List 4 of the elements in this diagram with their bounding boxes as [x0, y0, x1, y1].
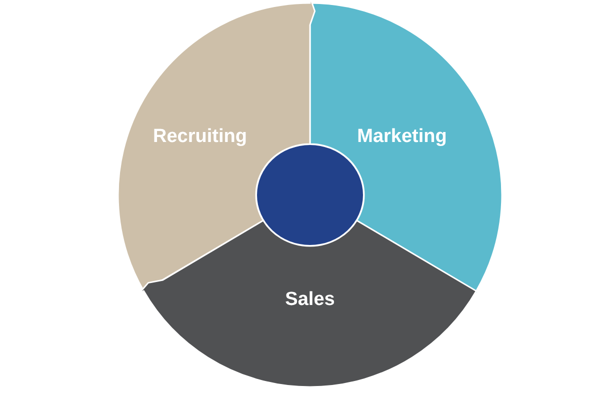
segment-label: Sales [285, 289, 335, 311]
cycle-segment [118, 0, 315, 291]
segment-label: Recruiting [153, 126, 247, 148]
segment-label: Marketing [357, 126, 447, 148]
